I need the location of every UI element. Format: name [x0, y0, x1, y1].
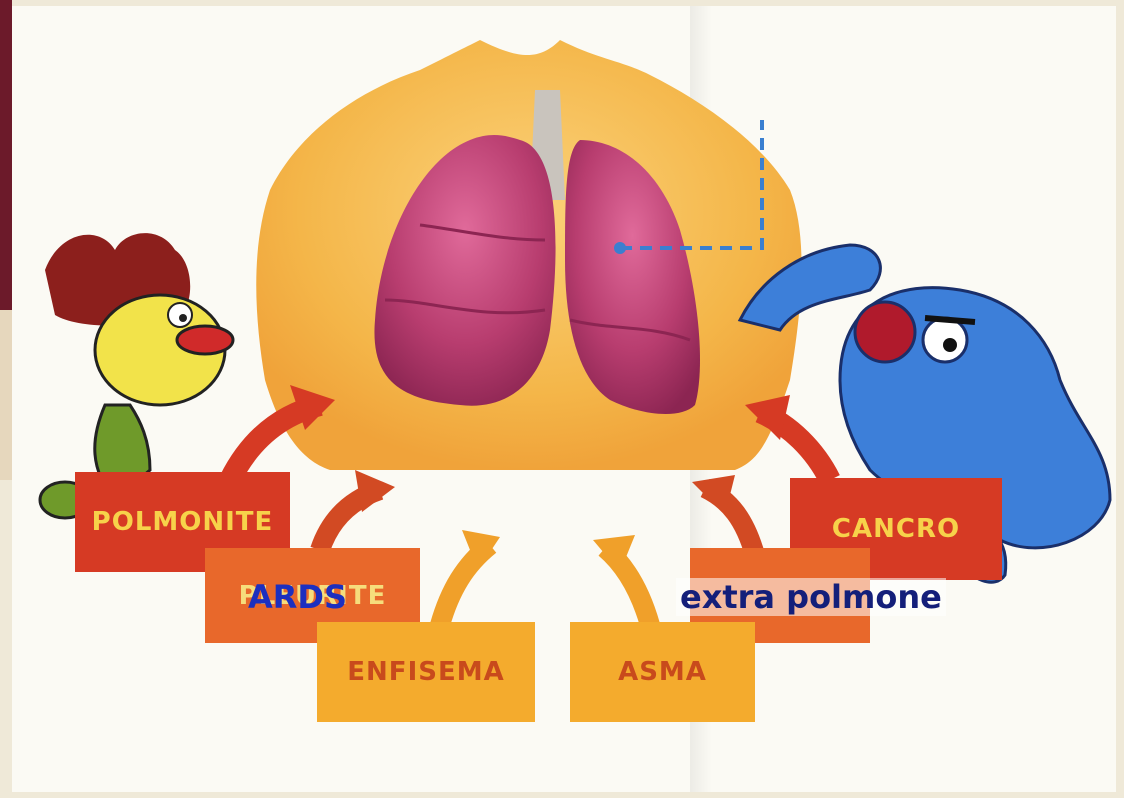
label-asma: ASMA: [570, 622, 755, 722]
overlay-extra-polmone: extra polmone: [676, 578, 946, 616]
label-cancro-text: CANCRO: [832, 514, 960, 544]
overlay-ards-text: ARDS: [248, 578, 347, 616]
overlay-ards: ARDS: [248, 578, 347, 616]
label-asma-text: ASMA: [618, 657, 707, 687]
label-enfisema-text: ENFISEMA: [347, 657, 504, 687]
label-polmonite-text: POLMONITE: [92, 507, 274, 537]
overlay-extra-polmone-text: extra polmone: [680, 578, 942, 616]
label-enfisema: ENFISEMA: [317, 622, 535, 722]
